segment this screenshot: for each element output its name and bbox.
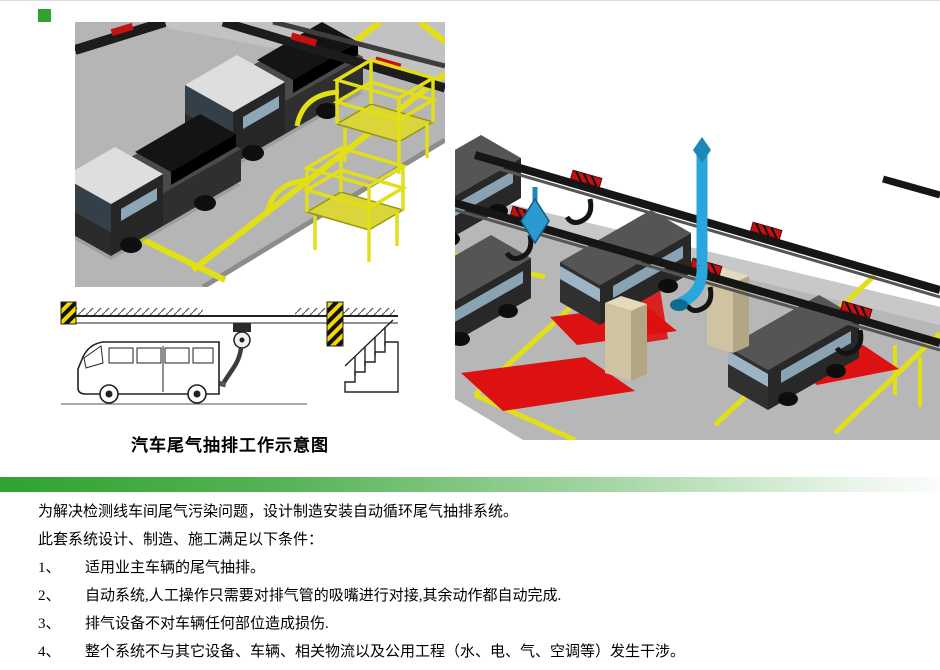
condition-item-1: 1、 适用业主车辆的尾气抽排。 xyxy=(38,554,924,582)
condition-text: 自动系统,人工操作只需要对排气管的吸嘴进行对接,其余动作都自动完成. xyxy=(85,588,562,604)
exhaust-extraction-schematic-svg xyxy=(60,301,399,405)
figure-caption: 汽车尾气抽排工作示意图 xyxy=(131,436,329,455)
condition-item-4: 4、 整个系统不与其它设备、车辆、相关物流以及公用工程（水、电、气、空调等）发生干… xyxy=(38,638,924,666)
hose-reel-trolley xyxy=(233,323,251,349)
condition-number: 2、 xyxy=(38,588,61,604)
condition-number: 4、 xyxy=(38,644,61,660)
condition-text: 排气设备不对车辆任何部位造成损伤. xyxy=(85,616,329,632)
intro-line: 为解决检测线车间尾气污染问题，设计制造安装自动循环尾气抽排系统。 xyxy=(38,504,519,520)
hose-hook-1 xyxy=(567,199,591,223)
body-text: 为解决检测线车间尾气污染问题，设计制造安装自动循环尾气抽排系统。 此套系统设计、… xyxy=(38,498,924,666)
condition-item-3: 3、 排气设备不对车辆任何部位造成损伤. xyxy=(38,610,924,638)
condition-item-2: 2、 自动系统,人工操作只需要对排气管的吸嘴进行对接,其余动作都自动完成. xyxy=(38,582,924,610)
right-3d-illustration-svg xyxy=(455,135,940,440)
right-3d-illustration xyxy=(455,95,940,440)
condition-number: 3、 xyxy=(38,616,61,632)
exhaust-extraction-schematic xyxy=(57,296,402,426)
overhead-rail xyxy=(61,308,398,324)
blue-balancer-device xyxy=(520,187,550,245)
condition-text: 适用业主车辆的尾气抽排。 xyxy=(85,560,266,576)
stairs xyxy=(344,319,399,393)
corner-green-marker xyxy=(38,9,51,22)
left-3d-illustration xyxy=(75,22,445,287)
hazard-block-left xyxy=(60,301,77,325)
top-border-line xyxy=(0,0,940,1)
blue-exhaust-duct xyxy=(670,137,711,311)
section-divider-bar xyxy=(0,477,940,492)
van-outline xyxy=(77,341,220,404)
condition-number: 1、 xyxy=(38,560,61,576)
left-3d-illustration-svg xyxy=(75,22,445,287)
condition-text: 整个系统不与其它设备、车辆、相关物流以及公用工程（水、电、气、空调等）发生干涉。 xyxy=(85,644,686,660)
overhead-rail-beams xyxy=(75,22,445,93)
support-column-1 xyxy=(605,296,647,381)
exhaust-hose xyxy=(221,347,244,386)
hazard-column-right xyxy=(326,301,344,347)
conditions-heading: 此套系统设计、制造、施工满足以下条件： xyxy=(38,532,324,548)
